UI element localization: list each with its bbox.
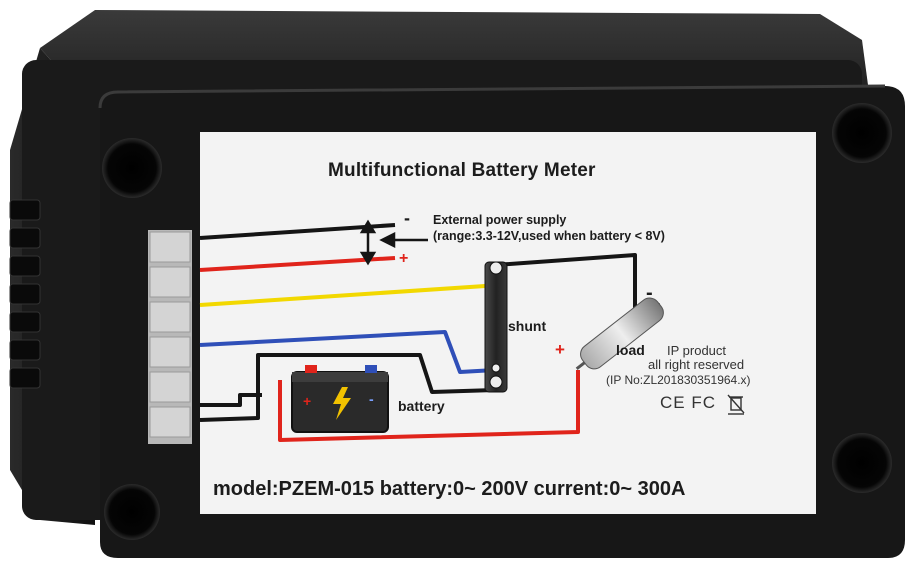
load-component: [575, 297, 664, 371]
wire-black-battery: [199, 353, 496, 422]
svg-text:+: +: [303, 393, 311, 409]
svg-text:-: -: [369, 391, 374, 407]
mounting-hole-bottom-right: [832, 433, 892, 493]
load-minus: -: [646, 282, 653, 304]
wire-blue: [199, 330, 496, 374]
ip-number-text: (IP No:ZL201830351964.x): [606, 373, 751, 387]
wire-red-load: [278, 370, 580, 442]
shunt-label: shunt: [508, 318, 547, 334]
label-sticker: [200, 132, 816, 514]
meter-title: Multifunctional Battery Meter: [328, 160, 596, 181]
load-label: load: [616, 342, 645, 358]
wire-black-top: [199, 223, 396, 240]
wire-yellow: [199, 283, 501, 307]
mounting-hole-bottom-left: [104, 484, 160, 540]
terminal-block: [148, 230, 192, 444]
battery-component: + -: [291, 365, 389, 433]
mounting-hole-top-right: [832, 103, 892, 163]
wire-red-top: [199, 256, 396, 272]
ip-product-text: IP product: [667, 343, 727, 358]
battery-label: battery: [398, 398, 445, 414]
ext-power-label: External power supply: [433, 213, 567, 227]
wiring-diagram: [199, 223, 661, 442]
ext-power-arrows: [359, 219, 428, 266]
side-vents: [9, 199, 41, 389]
ext-power-range: (range:3.3-12V,used when battery < 8V): [433, 229, 665, 243]
rights-reserved-text: all right reserved: [648, 357, 745, 372]
load-plus: +: [555, 340, 565, 359]
wire-black-bottom: [200, 393, 262, 407]
ext-power-plus: +: [399, 250, 409, 267]
shunt-component: [484, 261, 508, 393]
model-spec-line: model:PZEM-015 battery:0~ 200V current:0…: [213, 478, 686, 500]
certification-marks: CE FC: [660, 393, 716, 412]
mounting-holes: [102, 103, 892, 540]
mounting-hole-top-left: [102, 138, 162, 198]
ext-power-minus: -: [404, 208, 410, 228]
weee-bin-icon: [727, 394, 745, 415]
